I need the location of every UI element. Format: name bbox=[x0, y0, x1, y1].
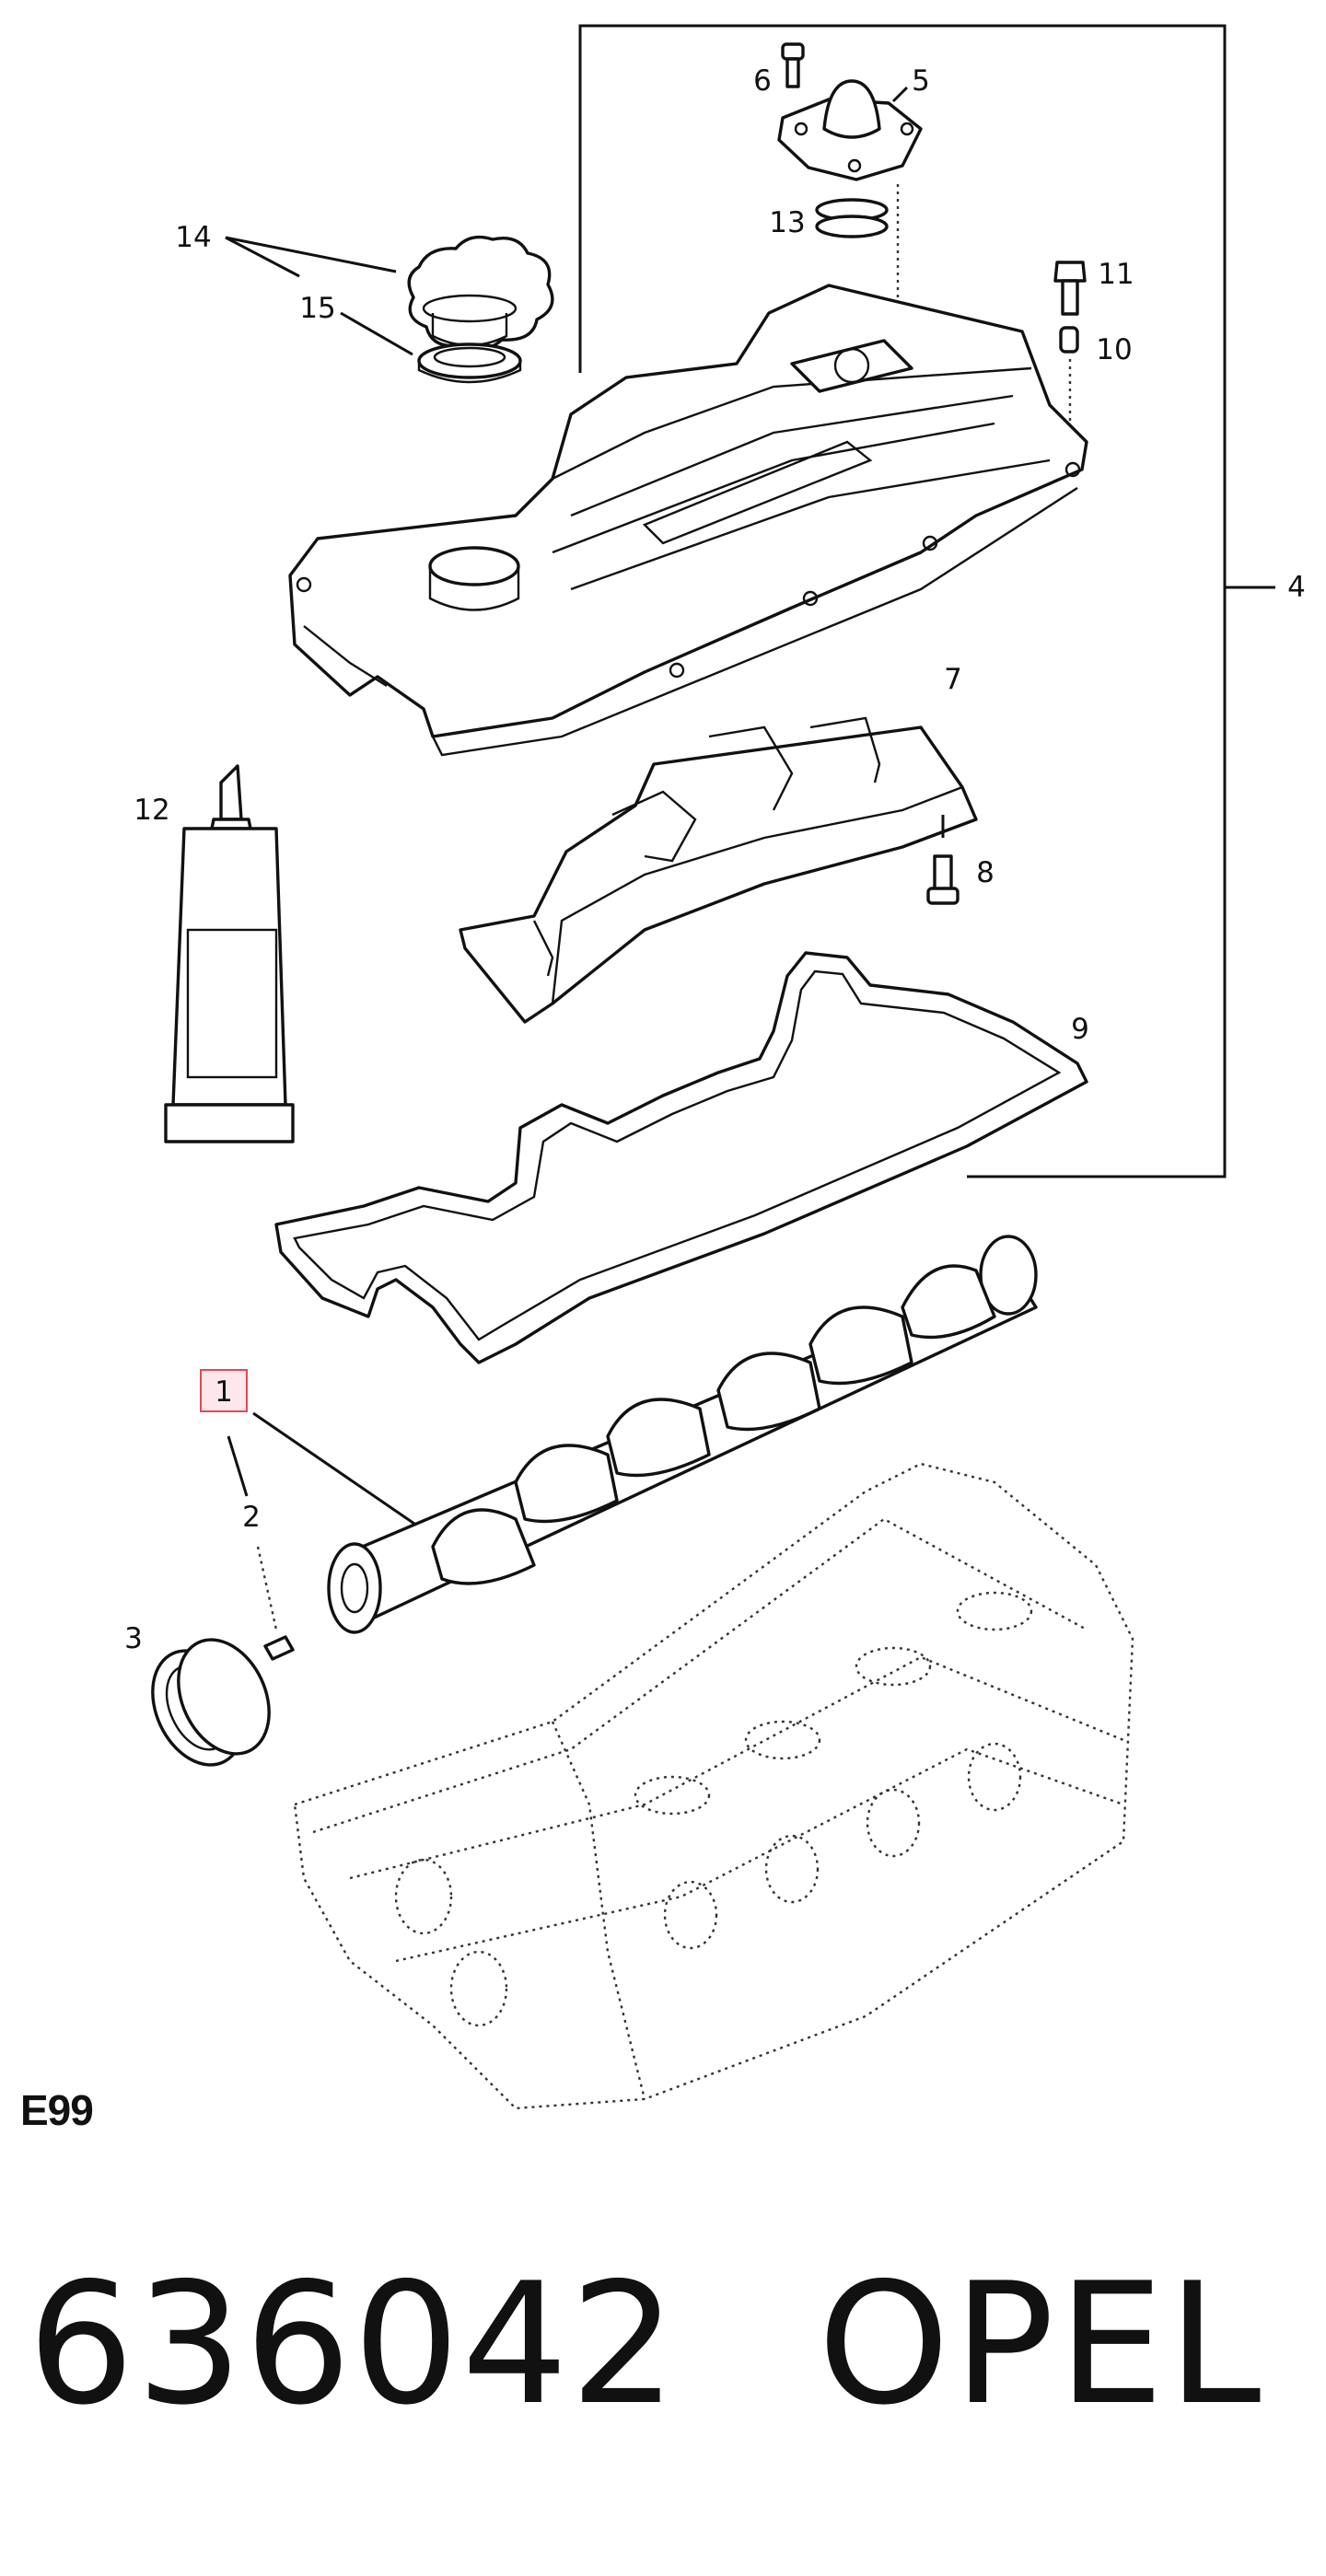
callout-1-highlight[interactable] bbox=[200, 1369, 248, 1412]
mounting-plate bbox=[777, 79, 923, 181]
part-number: 636042 bbox=[28, 2246, 679, 2442]
exploded-view-diagram: 1 2 3 4 5 6 7 8 9 10 11 12 13 14 15 bbox=[124, 24, 1306, 2110]
callout-8[interactable]: 8 bbox=[976, 856, 994, 889]
cylinder-head-cover bbox=[288, 284, 1088, 757]
callout-3[interactable]: 3 bbox=[124, 1622, 143, 1655]
camshaft-seal-3 bbox=[151, 1638, 271, 1767]
callout-9[interactable]: 9 bbox=[1071, 1013, 1089, 1046]
cover-gasket bbox=[274, 951, 1088, 1364]
brand-name: OPEL bbox=[818, 2246, 1265, 2442]
callout-4[interactable]: 4 bbox=[1287, 571, 1306, 604]
oil-baffle-plate bbox=[459, 716, 978, 1024]
callout-2[interactable]: 2 bbox=[242, 1501, 261, 1534]
callout-13[interactable]: 13 bbox=[769, 206, 805, 239]
cap-seal-ring bbox=[417, 342, 522, 384]
sealant-tube bbox=[164, 764, 295, 1143]
oil-filler-cap bbox=[407, 235, 554, 352]
callout-15[interactable]: 15 bbox=[299, 292, 335, 325]
cylinder-head-outline bbox=[293, 1462, 1134, 2110]
callout-6[interactable]: 6 bbox=[753, 64, 772, 98]
diagram-code: E99 bbox=[20, 2086, 94, 2134]
callout-12[interactable]: 12 bbox=[134, 794, 169, 827]
callout-14[interactable]: 14 bbox=[175, 221, 211, 254]
callout-1[interactable]: 1 bbox=[215, 1375, 233, 1409]
callout-11[interactable]: 11 bbox=[1098, 258, 1134, 291]
callout-10[interactable]: 10 bbox=[1096, 333, 1132, 366]
o-rings-13 bbox=[815, 184, 900, 341]
bolt-11 bbox=[1053, 261, 1087, 316]
leader-lines-1-2 bbox=[227, 1411, 415, 1630]
sleeve-10 bbox=[1059, 326, 1079, 433]
screw-6 bbox=[781, 42, 805, 88]
leader-lines-14-15 bbox=[225, 236, 413, 356]
bolt-8 bbox=[926, 815, 960, 905]
dowel-pin-2 bbox=[263, 1635, 295, 1661]
callout-5[interactable]: 5 bbox=[912, 64, 930, 98]
group-bracket-4 bbox=[578, 24, 1275, 1178]
camshaft bbox=[327, 1235, 1038, 1634]
callout-7[interactable]: 7 bbox=[944, 663, 962, 696]
